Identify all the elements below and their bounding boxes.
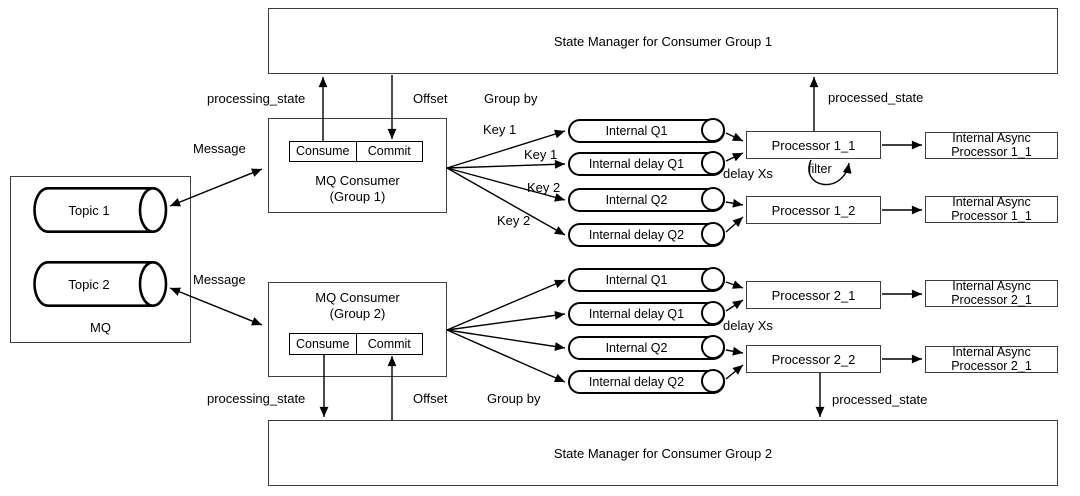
consume-box-group2: Consume [296,336,350,351]
connector-groupby-q1-group2 [446,279,566,331]
internal-async-processor-2-1b-box: Internal Async Processor 2_1 [925,345,1058,373]
processor-2-2-box: Processor 2_2 [746,345,881,373]
consume-box-group1: Consume [296,144,350,158]
connector-groupby-delayq1-group2 [446,310,566,331]
label-message-2: Message [193,272,246,287]
mq-consumer-group1-box: Consume Commit MQ Consumer (Group 1) [268,118,447,213]
queue-end-circle [701,335,725,360]
connector-q2-processor12 [725,198,744,208]
queue-end-circle [701,369,725,394]
queue-internal-q2-group1: Internal Q2 [568,187,725,212]
consume-commit-group2: Consume Commit [289,333,423,355]
consume-commit-group1: Consume Commit [289,141,423,162]
label-key-2a: Key 2 [527,180,561,195]
queue-end-circle [701,151,725,176]
processor-1-1-box: Processor 1_1 [746,131,881,159]
label-key-1b: Key 1 [524,147,558,162]
queue-label: Internal Q1 [605,273,668,287]
mq-consumer-group2-box: MQ Consumer (Group 2) Consume Commit [268,282,447,377]
label-offset-2: Offset [413,391,448,406]
queue-label: Internal Q2 [605,341,668,355]
queue-internal-delay-q1-group1: Internal delay Q1 [568,151,725,176]
connector-delayq1-processor21 [725,299,744,312]
mq-consumer-group2-label: MQ Consumer (Group 2) [315,290,400,321]
queue-internal-q2-group2: Internal Q2 [568,335,725,360]
queue-label: Internal delay Q1 [588,307,685,321]
commit-box-group1: Commit [355,142,423,161]
connector-q1-processor21 [725,280,744,289]
cylinder-shape [33,261,168,307]
queue-internal-delay-q2-group1: Internal delay Q2 [568,222,725,247]
queue-end-circle [701,267,725,292]
topic-2-cylinder: Topic 2 [33,261,168,307]
connector-q2-processor22 [725,346,744,356]
topic-2-label: Topic 2 [68,276,110,292]
processor-1-2-box: Processor 1_2 [746,196,881,224]
connector-delayq2-processor12 [725,216,744,233]
internal-async-processor-1-1b-box: Internal Async Processor 1_1 [925,195,1058,223]
queue-label: Internal Q2 [605,193,668,207]
label-processing-state-2: processing_state [207,391,306,406]
state-manager-group1-label: State Manager for Consumer Group 1 [553,33,773,49]
label-processing-state-1: processing_state [207,91,306,106]
queue-internal-delay-q2-group2: Internal delay Q2 [568,369,725,394]
queue-end-circle [701,222,725,247]
connector-groupby-q2-group2 [446,329,566,351]
label-key-2b: Key 2 [497,213,531,228]
mq-consumer-group1-label: MQ Consumer (Group 1) [315,173,400,204]
label-delay-xs-1: delay Xs [723,166,773,181]
queue-internal-delay-q1-group2: Internal delay Q1 [568,301,725,326]
label-filter: filter [808,162,832,176]
queue-end-circle [701,187,725,212]
connector-q1-processor11 [725,132,744,142]
queue-end-circle [701,118,725,143]
state-manager-group2-label: State Manager for Consumer Group 2 [553,445,773,461]
connector-groupby-delayq2-group2 [446,329,566,383]
processor-2-1-box: Processor 2_1 [746,281,881,309]
label-delay-xs-2: delay Xs [723,318,773,333]
mq-label: MQ [90,320,111,335]
commit-box-group2: Commit [355,334,423,354]
connector-delayq1-processor11 [725,152,744,162]
label-processed-state-2: processed_state [832,392,928,407]
queue-end-circle [701,301,725,326]
label-offset-1: Offset [413,91,448,106]
label-processed-state-1: processed_state [828,90,924,105]
topic-1-cylinder: Topic 1 [33,187,168,233]
label-group-by-1: Group by [484,91,538,106]
label-key-1a: Key 1 [483,122,517,137]
state-manager-group2-box: State Manager for Consumer Group 2 [268,420,1058,486]
queue-internal-q1-group2: Internal Q1 [568,267,725,292]
queue-label: Internal Q1 [605,124,668,138]
label-group-by-2: Group by [487,391,541,406]
label-message-1: Message [193,141,246,156]
internal-async-processor-1-1a-box: Internal Async Processor 1_1 [925,131,1058,159]
cylinder-shape [33,187,168,233]
internal-async-processor-2-1a-box: Internal Async Processor 2_1 [925,279,1058,307]
state-manager-group1-box: State Manager for Consumer Group 1 [268,8,1058,74]
connector-delayq2-processor22 [725,364,744,380]
queue-internal-q1-group1: Internal Q1 [568,118,725,143]
queue-label: Internal delay Q2 [588,228,685,242]
queue-label: Internal delay Q1 [588,157,685,171]
topic-1-label: Topic 1 [68,202,110,218]
queue-label: Internal delay Q2 [588,375,685,389]
connector-key1-delayq1-group1 [446,159,566,169]
